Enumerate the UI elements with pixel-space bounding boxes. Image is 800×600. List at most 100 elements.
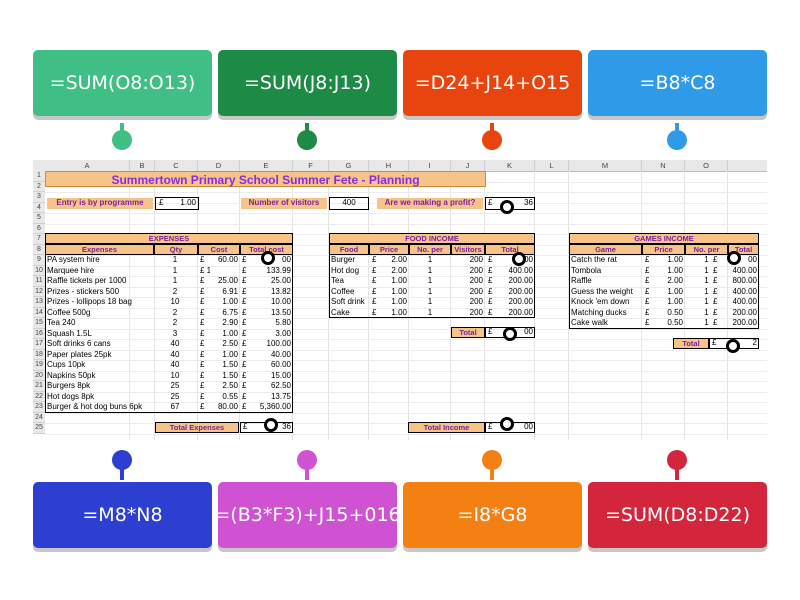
column-header: G xyxy=(329,160,369,171)
answer-tile-7[interactable]: =I8*G8 xyxy=(403,482,582,548)
expense-cost: 1.00 xyxy=(222,328,238,338)
expenses-column-header: Cost xyxy=(198,244,240,255)
drop-pin-7[interactable] xyxy=(482,450,502,470)
total-expenses-value: 36 xyxy=(282,422,291,431)
entry-currency: £ xyxy=(159,198,164,207)
drop-target-marker[interactable] xyxy=(261,251,275,265)
gridline xyxy=(45,265,767,267)
food-name: Cake xyxy=(331,307,350,317)
game-price: 1.00 xyxy=(667,265,683,275)
expense-name: Napkins 50pk xyxy=(47,370,96,380)
game-total-currency: £ xyxy=(713,276,718,285)
drop-pin-4[interactable] xyxy=(667,130,687,150)
food-total-currency: £ xyxy=(488,307,493,317)
column-header: B xyxy=(130,160,155,171)
expense-cost: 2.50 xyxy=(222,339,238,348)
drop-pin-2[interactable] xyxy=(297,130,317,150)
drop-target-marker[interactable] xyxy=(500,417,514,431)
sheet-title: Summertown Primary School Summer Fete - … xyxy=(45,171,486,187)
games-column-header: Price xyxy=(642,244,685,255)
drop-pin-5[interactable] xyxy=(112,450,132,470)
drop-target-marker[interactable] xyxy=(500,200,514,214)
answer-tile-4[interactable]: =B8*C8 xyxy=(588,50,767,116)
answer-tile-8[interactable]: =SUM(D8:D22) xyxy=(588,482,767,548)
expense-cost-currency: £ xyxy=(200,402,205,411)
games-table-border xyxy=(569,254,759,329)
expense-cost: 6.91 xyxy=(222,286,238,296)
profit-label: Are we making a profit? xyxy=(377,198,483,209)
gridline xyxy=(45,192,767,193)
answer-tile-1[interactable]: =SUM(O8:O13) xyxy=(33,50,212,116)
drop-target-marker[interactable] xyxy=(503,327,517,341)
gridline xyxy=(408,171,409,440)
expense-cost-currency: £ xyxy=(200,318,205,327)
column-header: I xyxy=(409,160,451,171)
drop-pin-3[interactable] xyxy=(482,130,502,150)
food-column-header: No. per xyxy=(409,244,451,255)
gridline xyxy=(45,307,767,309)
answer-tile-6[interactable]: =(B3*F3)+J15+016 xyxy=(214,482,401,548)
expense-name: Burgers 8pk xyxy=(47,381,91,390)
visitors-value: 400 xyxy=(342,198,356,207)
drop-pin-6[interactable] xyxy=(297,450,317,470)
expense-qty: 10 xyxy=(170,370,180,380)
expense-name: Prizes - stickers 500 xyxy=(47,286,120,296)
expense-total-currency: £ xyxy=(242,328,247,338)
games-total-label: Total xyxy=(673,338,709,349)
gridline xyxy=(45,349,767,351)
expense-cost-currency: £ xyxy=(200,276,205,285)
total-income-currency: £ xyxy=(488,422,493,431)
drop-target-marker[interactable] xyxy=(726,339,740,353)
food-price: 1.00 xyxy=(391,286,407,296)
expense-cost-currency: £ xyxy=(200,391,205,401)
game-total-currency: £ xyxy=(713,286,718,296)
food-no-per: 1 xyxy=(427,286,433,296)
drop-pin-8[interactable] xyxy=(667,450,687,470)
expense-cost-currency: £ xyxy=(200,381,205,390)
profit-value: 36 xyxy=(524,198,533,207)
column-header: A xyxy=(45,160,130,171)
expense-total: 40.00 xyxy=(270,349,291,359)
game-no-per: 1 xyxy=(704,276,709,285)
drop-target-marker[interactable] xyxy=(512,252,526,266)
food-total-currency: £ xyxy=(488,297,493,306)
drop-target-marker[interactable] xyxy=(727,251,741,265)
gridline xyxy=(45,402,767,403)
food-total-currency: £ xyxy=(488,265,493,275)
column-header: L xyxy=(535,160,569,171)
game-total: 800.00 xyxy=(732,276,757,285)
gridline xyxy=(45,381,767,382)
games-total-value: 2 xyxy=(752,338,757,347)
game-name: Knock 'em down xyxy=(571,297,630,306)
answer-tile-3[interactable]: =D24+J14+O15 xyxy=(403,50,582,116)
game-price: 0.50 xyxy=(667,318,683,327)
expense-qty: 67 xyxy=(170,402,180,411)
answer-tile-5[interactable]: =M8*N8 xyxy=(33,482,212,548)
gridline xyxy=(684,171,685,440)
expense-total: 133.99 xyxy=(266,265,291,275)
expense-name: Raffle tickets per 1000 xyxy=(47,276,127,285)
expense-total-currency: £ xyxy=(242,360,247,369)
expense-total: 00 xyxy=(282,255,291,264)
food-visitors: 200 xyxy=(469,255,483,264)
expense-total: 15.00 xyxy=(270,370,291,380)
expense-total-currency: £ xyxy=(242,276,247,285)
expense-qty: 40 xyxy=(170,360,180,369)
game-no-per: 1 xyxy=(704,255,709,264)
gridline xyxy=(45,339,767,340)
answer-tile-2[interactable]: =SUM(J8:J13) xyxy=(218,50,397,116)
expense-total-currency: £ xyxy=(242,286,247,296)
drop-target-marker[interactable] xyxy=(264,418,278,432)
drop-pin-1[interactable] xyxy=(112,130,132,150)
expense-total: 5.80 xyxy=(275,318,291,327)
food-total-label: Total xyxy=(451,327,485,338)
gridline xyxy=(45,213,767,214)
expense-cost-currency: £ xyxy=(200,286,205,296)
expense-name: Cups 10pk xyxy=(47,360,86,369)
food-name: Coffee xyxy=(331,286,355,296)
expense-total: 13.50 xyxy=(270,307,291,317)
expense-name: Marquee hire xyxy=(47,265,95,275)
game-total-currency: £ xyxy=(713,297,718,306)
food-price: 2.00 xyxy=(391,265,407,275)
expense-name: Prizes - lollipops 18 bag xyxy=(47,297,132,306)
